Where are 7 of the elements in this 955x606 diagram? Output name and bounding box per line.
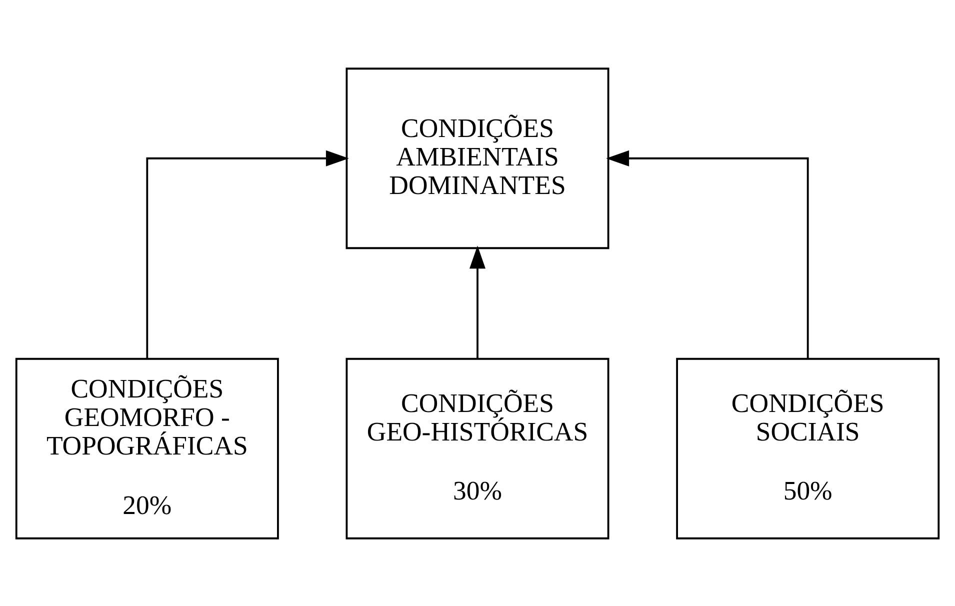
arrow: [469, 245, 486, 358]
node-box: CONDIÇÕES SOCIAIS 50%: [676, 357, 940, 539]
node-box: CONDIÇÕES GEO-HISTÓRICAS 30%: [346, 357, 610, 539]
arrow: [146, 150, 349, 358]
node-box: CONDIÇÕES GEOMORFO - TOPOGRÁFICAS 20%: [15, 357, 279, 539]
arrow: [606, 150, 809, 358]
node-box: CONDIÇÕES AMBIENTAIS DOMINANTES: [346, 67, 610, 249]
